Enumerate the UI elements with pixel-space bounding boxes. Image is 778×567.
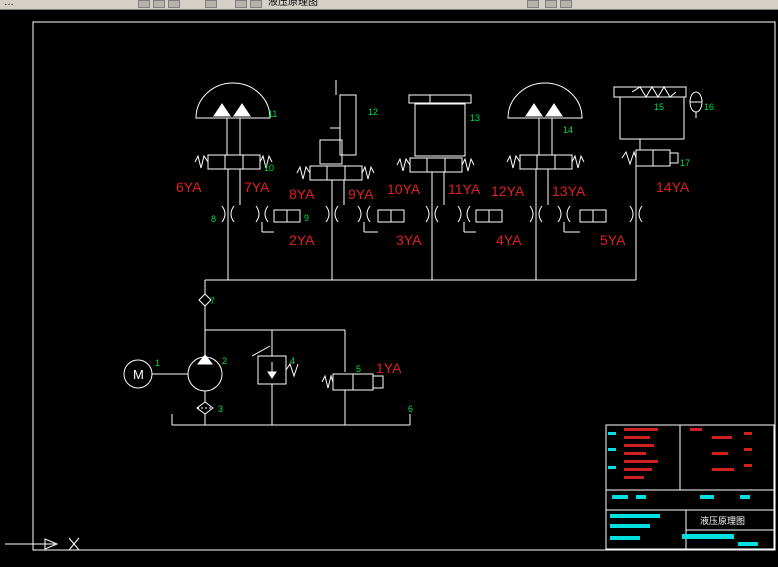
solenoid-label-11ya: 11YA: [448, 181, 481, 197]
component-label-11: 11: [268, 109, 277, 119]
layer-prev-icon[interactable]: [545, 0, 557, 8]
save-icon[interactable]: [153, 0, 165, 8]
sun-icon[interactable]: [235, 0, 247, 8]
ucs-arrow-icon: [44, 538, 59, 550]
actuator-12-cylinder: [319, 80, 357, 165]
solenoid-label-3ya: 3YA: [396, 232, 422, 248]
solenoid-label-2ya: 2YA: [289, 232, 315, 248]
component-label-12: 12: [368, 107, 378, 117]
dropdown-arrow-icon[interactable]: [527, 0, 539, 8]
component-label-4: 4: [290, 356, 295, 366]
solenoid-label-7ya: 7YA: [244, 179, 270, 195]
component-label-7: 7: [210, 296, 215, 306]
solenoid-label-6ya: 6YA: [176, 179, 202, 195]
pump-2: [187, 354, 223, 402]
actuator-15-cylinder: [613, 86, 687, 150]
component-label-15: 15: [654, 102, 664, 112]
component-label-8: 8: [211, 214, 216, 224]
title-block-bars: [608, 428, 758, 546]
solenoid-label-4ya: 4YA: [496, 232, 522, 248]
component-label-1: 1: [155, 358, 160, 368]
actuator-14-gripper: [507, 82, 583, 155]
component-label-6: 6: [408, 404, 413, 414]
component-label-16: 16: [704, 102, 714, 112]
solenoid-label-1ya: 1YA: [376, 360, 402, 376]
accumulator-16: [689, 91, 703, 118]
solenoid-label-13ya: 13YA: [552, 183, 586, 199]
toolbar-left-text: …: [4, 0, 14, 8]
layer-state-icon[interactable]: [250, 0, 262, 8]
drawing-frame: [32, 21, 776, 551]
component-label-10: 10: [264, 163, 274, 173]
drawing-title: 液压原理图: [700, 515, 745, 526]
component-label-17: 17: [680, 158, 690, 168]
actuator-13-cylinder: [408, 94, 472, 157]
relief-valve-4: [251, 345, 299, 425]
solenoid-label-12ya: 12YA: [491, 183, 525, 199]
component-label-9: 9: [304, 213, 309, 223]
title-block: [605, 424, 775, 550]
motor-label: M: [133, 367, 144, 382]
solenoid-label-10ya: 10YA: [387, 181, 421, 197]
component-label-14: 14: [563, 125, 573, 135]
toolbar: … 液压原理图: [0, 0, 778, 10]
layer-icon[interactable]: [205, 0, 217, 8]
actuator-11-gripper: [195, 82, 271, 155]
solenoid-label-14ya: 14YA: [656, 179, 690, 195]
valve-row-upper: [194, 149, 679, 181]
branch-lines: [204, 166, 637, 294]
solenoid-label-9ya: 9YA: [348, 186, 374, 202]
grid-icon[interactable]: [138, 0, 150, 8]
filter-3: [196, 401, 214, 425]
solenoid-valve-5: [321, 373, 384, 425]
drawing-canvas[interactable]: M 1 2 3 4 5 6 7 8 9 10 11 12 13 14 15 16…: [0, 10, 778, 562]
hydraulic-schematic: M 1 2 3 4 5 6 7 8 9 10 11 12 13 14 15 16…: [5, 21, 776, 551]
component-label-13: 13: [470, 113, 480, 123]
component-label-3: 3: [218, 404, 223, 414]
component-label-5: 5: [356, 364, 361, 374]
throttle-valve-row: [221, 205, 643, 233]
solenoid-label-5ya: 5YA: [600, 232, 626, 248]
layer-next-icon[interactable]: [560, 0, 572, 8]
component-label-2: 2: [222, 356, 227, 366]
print-icon[interactable]: [168, 0, 180, 8]
layer-name[interactable]: 液压原理图: [268, 0, 318, 8]
solenoid-label-8ya: 8YA: [289, 186, 315, 202]
